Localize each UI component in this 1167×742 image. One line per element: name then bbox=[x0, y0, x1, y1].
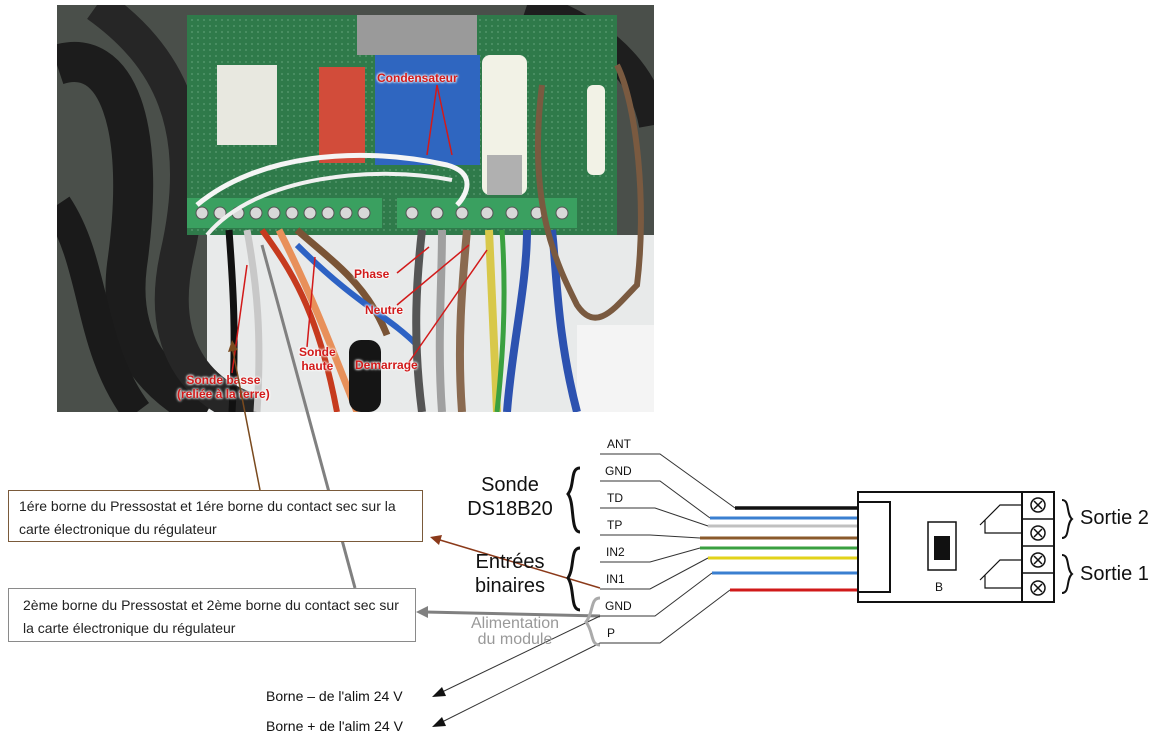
pin-label-in2: IN2 bbox=[606, 545, 625, 559]
note-second-terminals: 2ème borne du Pressostat et 2ème borne d… bbox=[8, 588, 416, 642]
power-minus-label: Borne – de l'alim 24 V bbox=[266, 688, 403, 704]
group-binary-inputs: Entrées binaires bbox=[474, 551, 546, 597]
brace-power bbox=[584, 596, 601, 647]
pin-leader-lines bbox=[600, 453, 736, 644]
arrow-gnd-to-note bbox=[424, 610, 601, 618]
note-first-text: 1ére borne du Pressostat et 1ére borne d… bbox=[19, 498, 396, 537]
pin-label-in1: IN1 bbox=[606, 572, 625, 586]
arrow-in1-to-note bbox=[439, 539, 601, 589]
photo-label-sonde-basse: Sonde basse (reliée à la terre) bbox=[177, 373, 270, 401]
brace-probe bbox=[566, 466, 581, 534]
wire-plus bbox=[439, 642, 601, 724]
output-1: Sortie 1 bbox=[1080, 563, 1149, 585]
photo-label-demarrage: Demarrage bbox=[355, 358, 418, 372]
wiring-photo: Condensateur Phase Neutre Sonde haute De… bbox=[57, 5, 654, 412]
pin-label-tp: TP bbox=[607, 518, 623, 532]
photo-label-neutre: Neutre bbox=[365, 303, 404, 317]
module-wires bbox=[700, 506, 858, 592]
photo-label-sonde-haute: Sonde haute bbox=[299, 345, 336, 373]
arrow-first-to-photo bbox=[231, 345, 261, 491]
output-2: Sortie 2 bbox=[1080, 507, 1149, 529]
pin-label-gnd2: GND bbox=[605, 599, 632, 613]
brace-binary bbox=[566, 546, 581, 612]
module-body bbox=[857, 491, 1074, 603]
wire-minus bbox=[439, 615, 601, 694]
photo-illustration bbox=[57, 5, 654, 412]
photo-label-phase: Phase bbox=[354, 267, 390, 281]
note-first-terminals: 1ére borne du Pressostat et 1ére borne d… bbox=[8, 490, 423, 542]
photo-label-condensateur: Condensateur bbox=[377, 71, 458, 85]
power-plus-label: Borne + de l'alim 24 V bbox=[266, 718, 403, 734]
pin-label-ant: ANT bbox=[607, 437, 631, 451]
pin-label-td: TD bbox=[607, 491, 623, 505]
group-power: Alimentation du module bbox=[470, 615, 560, 648]
pin-label-p: P bbox=[607, 626, 616, 640]
group-probe: Sonde DS18B20 bbox=[467, 474, 553, 520]
switch-label: B bbox=[935, 580, 944, 594]
note-second-text: 2ème borne du Pressostat et 2ème borne d… bbox=[23, 597, 399, 636]
pin-label-gnd1: GND bbox=[605, 464, 632, 478]
